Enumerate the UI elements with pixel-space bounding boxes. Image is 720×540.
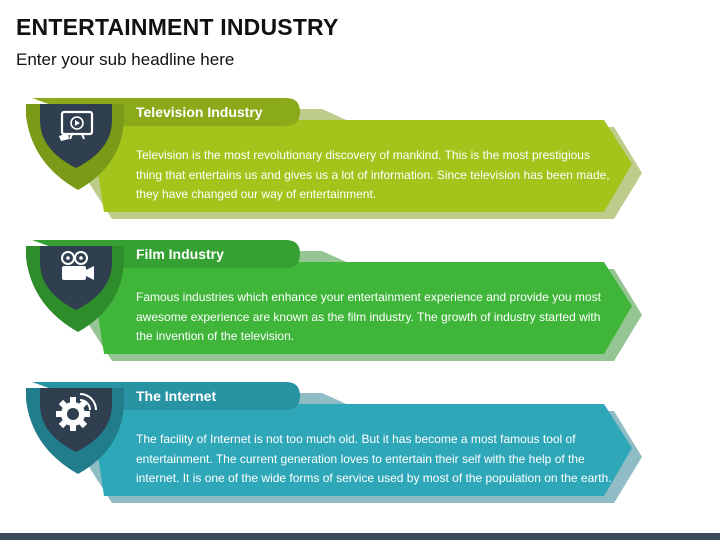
item-main-band bbox=[90, 262, 632, 354]
film-camera-icon bbox=[61, 251, 94, 280]
film-item-shape bbox=[26, 240, 642, 361]
item-main-band bbox=[90, 120, 632, 212]
item-television: Television Industry Television is the mo… bbox=[0, 94, 720, 222]
item-description: Famous industries which enhance your ent… bbox=[136, 290, 601, 343]
page-subtitle: Enter your sub headline here bbox=[16, 50, 235, 69]
item-description: The facility of Internet is not too much… bbox=[136, 432, 612, 485]
item-internet: The Internet The facility of Internet is… bbox=[0, 378, 720, 506]
page-title: ENTERTAINMENT INDUSTRY bbox=[16, 14, 339, 40]
footer-bar bbox=[0, 533, 720, 540]
television-item-shape bbox=[26, 98, 642, 219]
television-icon bbox=[59, 110, 94, 141]
item-main-band bbox=[90, 404, 632, 496]
item-heading: The Internet bbox=[136, 388, 217, 404]
item-heading: Television Industry bbox=[136, 104, 263, 120]
item-heading: Film Industry bbox=[136, 246, 224, 262]
item-icon-holder bbox=[40, 104, 112, 168]
internet-gear-icon bbox=[56, 393, 97, 431]
item-film: Film Industry Famous industries which en… bbox=[0, 236, 720, 364]
item-description: Television is the most revolutionary dis… bbox=[136, 148, 610, 201]
